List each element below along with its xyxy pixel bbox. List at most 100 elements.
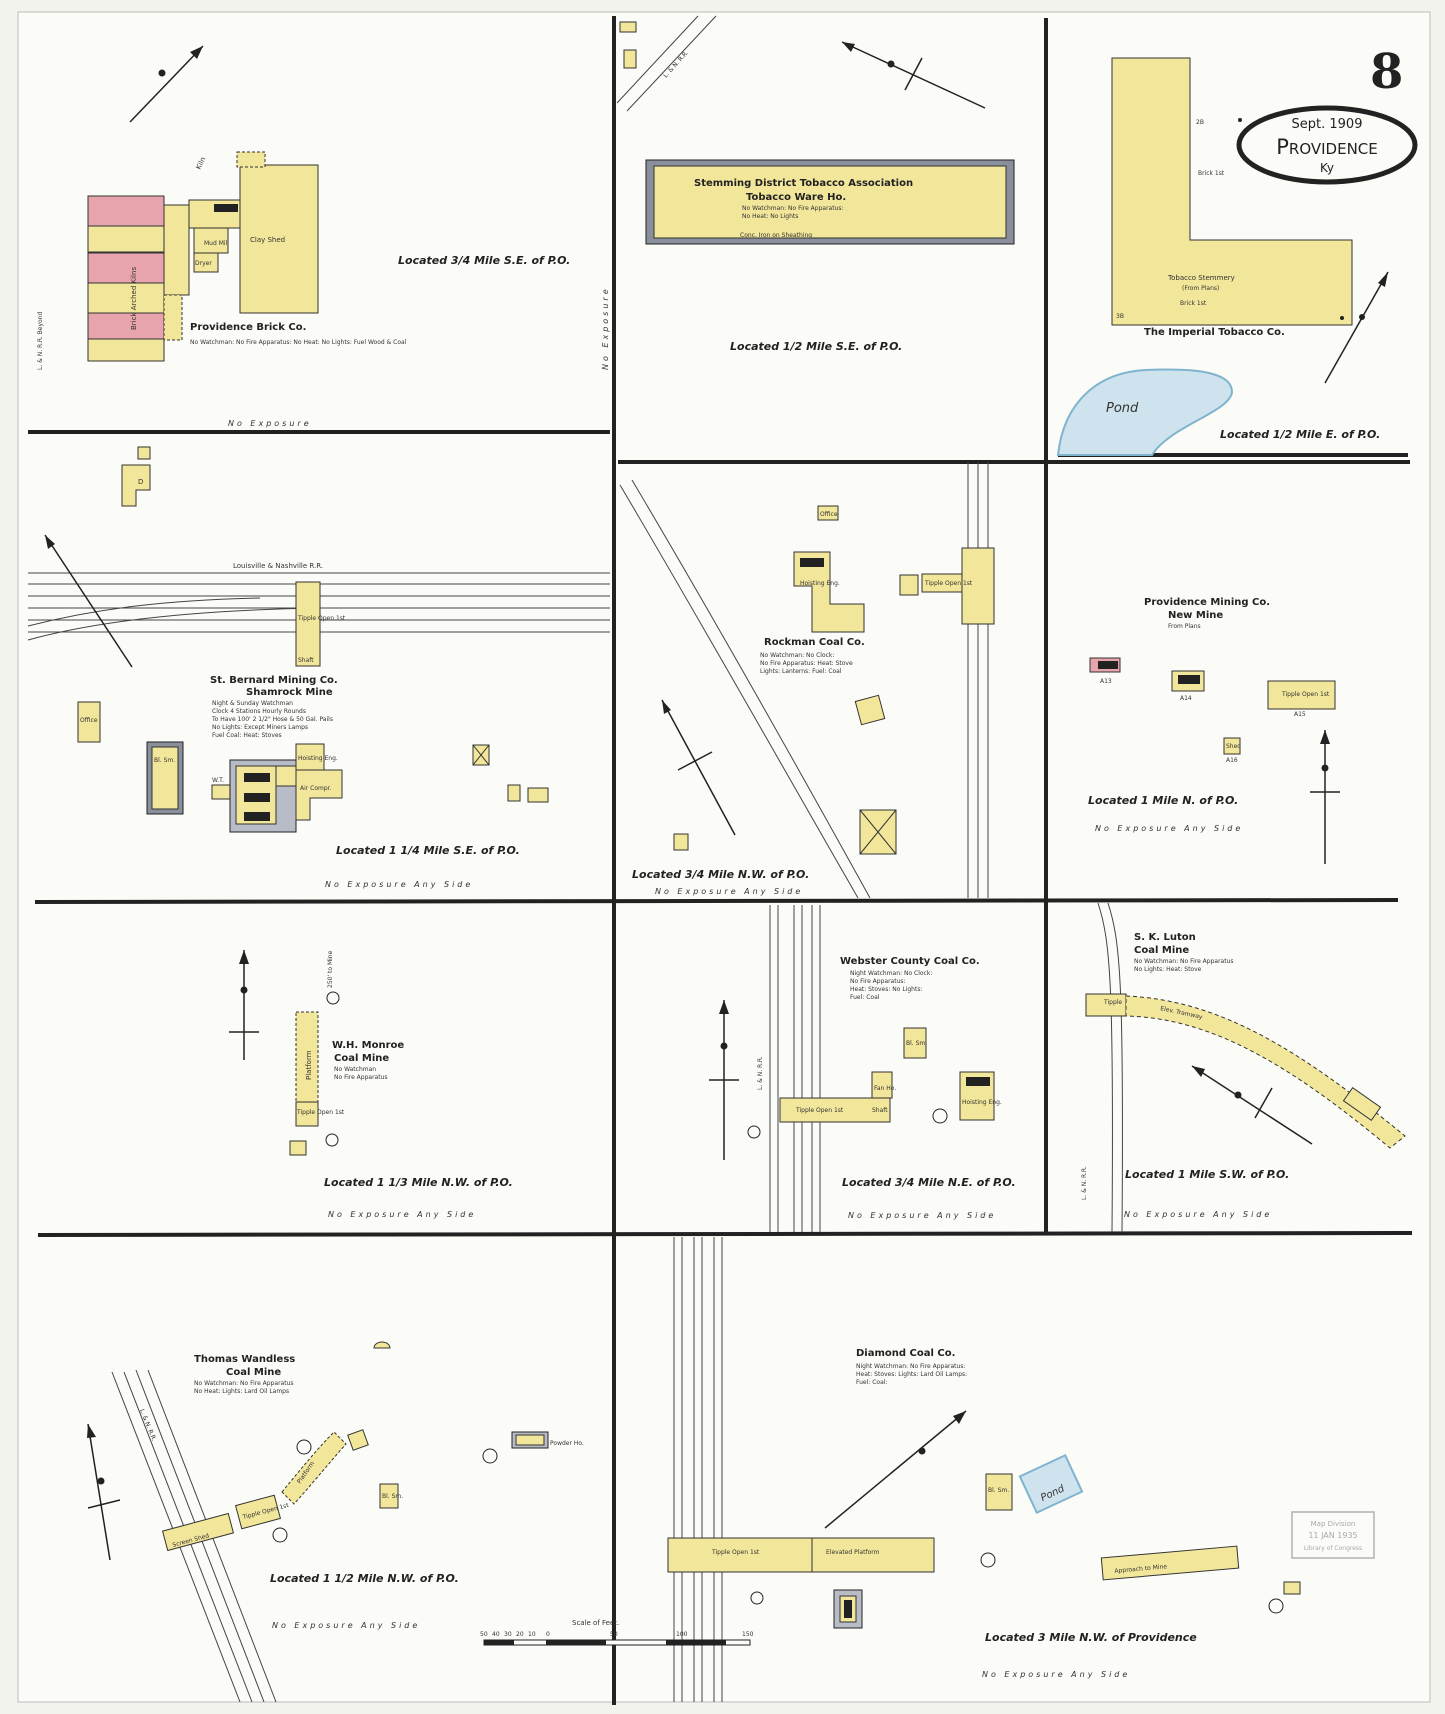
panel-grid xyxy=(28,16,1413,1705)
north-arrow xyxy=(129,45,204,123)
webster-name: Webster County Coal Co. xyxy=(840,956,980,967)
brick-top-label: Brick 1st xyxy=(1198,170,1225,177)
wandless-exposure: No Exposure Any Side xyxy=(272,1621,420,1630)
brick-co-name: Providence Brick Co. xyxy=(190,322,306,333)
brick-co-exposure: No Exposure xyxy=(228,419,312,428)
rockman-office: Office xyxy=(820,511,838,518)
scale-tick-30: 30 xyxy=(504,1631,512,1638)
tobacco-assoc-sub: Tobacco Ware Ho. xyxy=(746,192,846,203)
monroe-location: Located 1 1/3 Mile N.W. of P.O. xyxy=(324,1176,513,1189)
luton-rail: L. & N. R.R. xyxy=(1081,1166,1088,1200)
luton-tramway xyxy=(1125,995,1406,1149)
panel-providence-mining: Providence Mining Co. New Mine From Plan… xyxy=(1088,597,1340,864)
tobacco-notes-2: No Heat: No Lights xyxy=(742,213,798,220)
st-bernard-notes-0: Night & Sunday Watchman xyxy=(212,700,293,707)
label-a15: A15 xyxy=(1294,711,1306,718)
north-arrow xyxy=(1324,271,1389,384)
library-stamp: Map Division 11 JAN 1935 Library of Cong… xyxy=(1291,1511,1375,1559)
railroad-label: Louisville & Nashville R.R. xyxy=(233,562,323,570)
imperial-location: Located 1/2 Mile E. of P.O. xyxy=(1220,428,1380,441)
mud-mill-label: Mud Mill xyxy=(204,240,229,247)
wandless-bl-sm: Bl. Sm. xyxy=(382,1493,403,1500)
north-arrow xyxy=(44,534,133,668)
railroad-tracks xyxy=(27,572,610,641)
st-bernard-notes-1: Clock 4 Stations Hourly Rounds xyxy=(212,708,306,715)
rockman-notes-1: No Fire Apparatus: Heat: Stove xyxy=(760,660,853,667)
wandless-notes-0: No Watchman: No Fire Apparatus xyxy=(194,1380,294,1387)
st-bernard-exposure: No Exposure Any Side xyxy=(325,880,473,889)
panel-brick-co: L. & N. R.R. Beyond Kiln Brick Arched Ki… xyxy=(37,45,570,428)
webster-fan: Fan Ho. xyxy=(874,1085,896,1092)
office-label: Office xyxy=(80,717,98,724)
wandless-mine: Coal Mine xyxy=(226,1367,281,1378)
north-arrow xyxy=(1310,730,1340,864)
north-arrow xyxy=(841,41,986,109)
monroe-platform: Platform xyxy=(305,1050,313,1080)
webster-bl-sm: Bl. Sm. xyxy=(906,1040,927,1047)
scale-bar: Scale of Feet. 50 40 30 20 10 0 50 100 1… xyxy=(480,1619,754,1646)
webster-hoisting: Hoisting Eng. xyxy=(962,1099,1002,1106)
scale-tick-0: 0 xyxy=(546,1631,550,1638)
panel-wandless: L. & N. R.R. Thomas Wandless Coal Mine N… xyxy=(87,1341,584,1703)
diamond-notes-0: Night Watchman: No Fire Apparatus: xyxy=(856,1363,966,1370)
diamond-notes-2: Fuel: Coal: xyxy=(856,1379,887,1386)
st-bernard-notes-2: To Have 100' 2 1/2" Hose & 50 Gal. Pails xyxy=(211,716,333,723)
luton-location: Located 1 Mile S.W. of P.O. xyxy=(1125,1168,1289,1181)
diamond-approach: Approach to Mine xyxy=(1114,1563,1167,1575)
scale-tick-150: 150 xyxy=(742,1631,754,1638)
rockman-location: Located 3/4 Mile N.W. of P.O. xyxy=(632,868,809,881)
monroe-mine: Coal Mine xyxy=(334,1053,389,1064)
rockman-tipple: Tipple Open 1st xyxy=(924,580,973,587)
brick-co-notes: No Watchman: No Fire Apparatus: No Heat:… xyxy=(190,339,407,346)
monroe-notes-0: No Watchman xyxy=(334,1066,376,1073)
tobacco-location: Located 1/2 Mile S.E. of P.O. xyxy=(730,340,902,353)
prov-mining-exposure: No Exposure Any Side xyxy=(1095,824,1243,833)
panel-monroe: Platform Tipple Open 1st 250' to Mine W.… xyxy=(229,950,513,1219)
tobacco-exposure: No Exposure xyxy=(601,286,610,370)
prov-mining-location: Located 1 Mile N. of P.O. xyxy=(1088,794,1238,807)
webster-notes-0: Night Watchman: No Clock: xyxy=(850,970,932,977)
luton-exposure: No Exposure Any Side xyxy=(1124,1210,1272,1219)
panel-rockman: Office Hoisting Eng. Tipple Open 1st Roc… xyxy=(619,462,995,899)
prov-mining-name: Providence Mining Co. xyxy=(1144,597,1270,608)
scale-label: Scale of Feet. xyxy=(572,1619,619,1627)
panel-st-bernard: D Louisville & Nashville R.R. Tipple Ope… xyxy=(27,446,610,889)
title-cartouche: Sept. 1909 Providence Ky xyxy=(1236,105,1418,185)
compressor-label: Air Compr. xyxy=(300,785,332,792)
monroe-tipple: Tipple Open 1st xyxy=(296,1109,345,1116)
scale-tick-50: 50 xyxy=(610,1631,618,1638)
prov-mining-sub: New Mine xyxy=(1168,610,1223,621)
webster-rail: L. & N. R.R. xyxy=(757,1056,764,1090)
shaft-label: Shaft xyxy=(298,657,314,664)
tobacco-notes-1: No Watchman: No Fire Apparatus: xyxy=(742,205,844,212)
brick-co-location: Located 3/4 Mile S.E. of P.O. xyxy=(398,254,570,267)
luton-notes-1: No Lights: Heat: Stove xyxy=(1134,966,1202,973)
scale-tick-40: 40 xyxy=(492,1631,500,1638)
luton-notes-0: No Watchman: No Fire Apparatus xyxy=(1134,958,1234,965)
kilns-label: Brick Arched Kilns xyxy=(130,267,138,330)
dryer-label: Dryer xyxy=(195,260,212,267)
wandless-name: Thomas Wandless xyxy=(194,1354,295,1365)
panel-luton: L. & N. R.R. S. K. Luton Coal Mine No Wa… xyxy=(1081,902,1406,1233)
webster-tipple: Tipple Open 1st xyxy=(795,1107,844,1114)
north-arrow xyxy=(824,1410,967,1529)
north-arrow xyxy=(709,1000,739,1160)
luton-mine: Coal Mine xyxy=(1134,945,1189,956)
north-arrow xyxy=(1191,1065,1313,1145)
panel-webster: L. & N. R.R. Webster County Coal Co. Nig… xyxy=(709,905,1016,1232)
sheet-date: Sept. 1909 xyxy=(1292,117,1363,132)
webster-notes-3: Fuel: Coal xyxy=(850,994,880,1001)
diamond-name: Diamond Coal Co. xyxy=(856,1348,955,1359)
scale-tick-20: 20 xyxy=(516,1631,524,1638)
tobacco-note-3: Conc. Iron on Sheathing xyxy=(740,232,812,239)
luton-name: S. K. Luton xyxy=(1134,932,1196,943)
panel-diamond: Diamond Coal Co. Night Watchman: No Fire… xyxy=(667,1237,1301,1702)
rockman-notes-0: No Watchman: No Clock: xyxy=(760,652,834,659)
prov-mining-plans: From Plans xyxy=(1168,623,1201,630)
diamond-tipple: Tipple Open 1st xyxy=(711,1549,760,1556)
diamond-exposure: No Exposure Any Side xyxy=(982,1670,1130,1679)
st-bernard-notes-4: Fuel Coal: Heat: Stoves xyxy=(212,732,282,739)
panel-imperial: 2B Brick 1st Tobacco Stemmery (From Plan… xyxy=(1056,57,1389,456)
st-bernard-notes-3: No Lights: Except Miners Lamps xyxy=(212,724,308,731)
